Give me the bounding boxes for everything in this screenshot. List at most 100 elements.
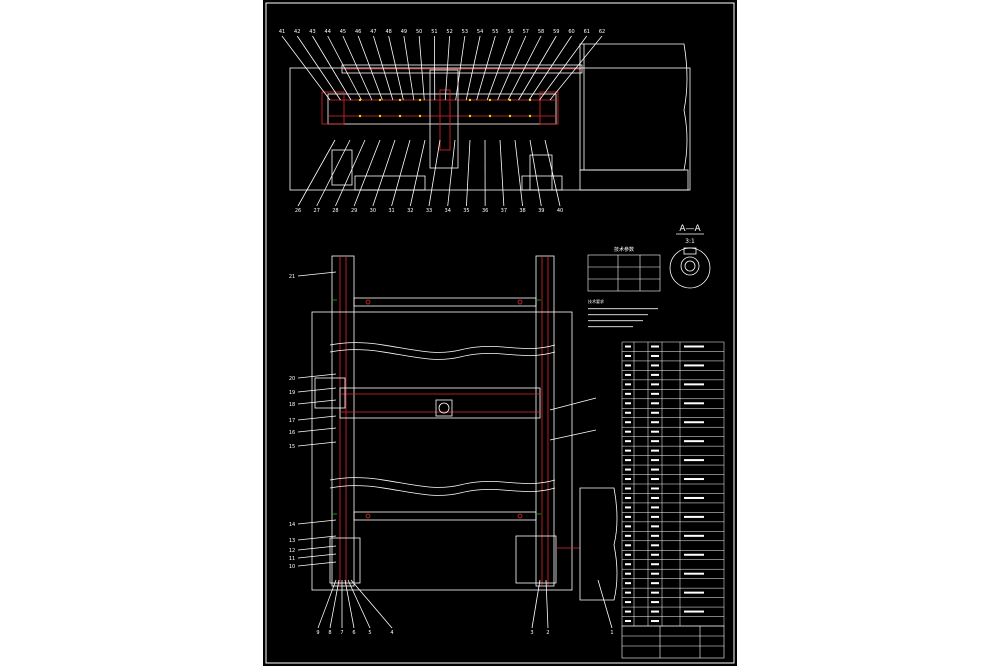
parts-list-cell-text — [651, 611, 659, 613]
callout-label: 56 — [507, 29, 513, 35]
callout-label: 10 — [289, 564, 295, 570]
parts-list-cell-text — [651, 544, 659, 546]
parts-list-cell-text — [625, 573, 631, 575]
callout-label: 49 — [401, 29, 407, 35]
parts-list-cell-text — [684, 611, 704, 613]
callout-label: 17 — [289, 418, 295, 424]
callout-label: 4 — [390, 630, 393, 636]
callout-label: 55 — [492, 29, 498, 35]
parts-list-cell-text — [651, 488, 659, 490]
callout-label: 19 — [289, 390, 295, 396]
parts-list-cell-text — [651, 431, 659, 433]
parts-list-cell-text — [625, 383, 631, 385]
parts-list-cell-text — [625, 497, 631, 499]
callout-label: 2 — [546, 630, 549, 636]
parts-list-cell-text — [651, 355, 659, 357]
parts-list-cell-text — [651, 346, 659, 348]
callout-label: 30 — [370, 208, 376, 214]
parts-list-cell-text — [625, 592, 631, 594]
callout-label: 11 — [289, 556, 295, 562]
callout-label: 57 — [523, 29, 529, 35]
callout-label: 15 — [289, 444, 295, 450]
callout-label: 44 — [325, 29, 331, 35]
callout-label: 46 — [355, 29, 361, 35]
parts-list-cell-text — [625, 440, 631, 442]
callout-label: 27 — [314, 208, 320, 214]
callout-label: 20 — [289, 376, 295, 382]
parts-list-cell-text — [651, 592, 659, 594]
parts-list-cell-text — [625, 582, 631, 584]
parts-list-cell-text — [625, 535, 631, 537]
callout-label: 34 — [445, 208, 451, 214]
callout-label: 3 — [530, 630, 533, 636]
parts-list-cell-text — [625, 478, 631, 480]
parts-list-cell-text — [625, 611, 631, 613]
parts-list-cell-text — [651, 469, 659, 471]
callout-label: 60 — [568, 29, 574, 35]
parts-list-cell-text — [684, 535, 704, 537]
callout-label: 31 — [388, 208, 394, 214]
parts-list-cell-text — [625, 374, 631, 376]
parts-list-cell-text — [625, 459, 631, 461]
callout-label: 51 — [431, 29, 437, 35]
callout-label: 1 — [610, 630, 613, 636]
parts-list-cell-text — [625, 620, 631, 622]
parts-list-cell-text — [684, 440, 704, 442]
callout-label: 62 — [599, 29, 605, 35]
callout-label: 50 — [416, 29, 422, 35]
callout-label: 47 — [370, 29, 376, 35]
parts-list-cell-text — [651, 525, 659, 527]
parts-list-cell-text — [684, 592, 704, 594]
parts-list-cell-text — [625, 601, 631, 603]
parts-list-cell-text — [684, 383, 704, 385]
parts-list-cell-text — [625, 488, 631, 490]
callout-label: 35 — [463, 208, 469, 214]
parts-list-cell-text — [651, 478, 659, 480]
parts-list-cell-text — [651, 383, 659, 385]
callout-label: 59 — [553, 29, 559, 35]
callout-label: 7 — [340, 630, 343, 636]
parts-list-cell-text — [684, 554, 704, 556]
parts-list-cell-text — [684, 459, 704, 461]
parts-list-cell-text — [684, 573, 704, 575]
parts-list-cell-text — [651, 421, 659, 423]
parts-list-cell-text — [651, 402, 659, 404]
parts-list-cell-text — [684, 364, 704, 366]
parts-list-cell-text — [651, 582, 659, 584]
callout-label: 5 — [368, 630, 371, 636]
parts-list-cell-text — [625, 450, 631, 452]
parts-list-cell-text — [625, 516, 631, 518]
parts-list-cell-text — [625, 506, 631, 508]
spec-table-title: 技术参数 — [614, 246, 634, 253]
parts-list-cell-text — [651, 459, 659, 461]
callout-label: 18 — [289, 402, 295, 408]
callout-label: 29 — [351, 208, 357, 214]
parts-list-cell-text — [651, 497, 659, 499]
parts-list-cell-text — [684, 421, 704, 423]
callout-label: 48 — [385, 29, 391, 35]
callout-label: 14 — [289, 522, 295, 528]
parts-list-cell-text — [651, 506, 659, 508]
callout-label: 16 — [289, 430, 295, 436]
parts-list-cell-text — [651, 620, 659, 622]
callout-label: 41 — [279, 29, 285, 35]
callout-label: 61 — [584, 29, 590, 35]
callout-label: 38 — [519, 208, 525, 214]
parts-list-cell-text — [651, 573, 659, 575]
parts-list-cell-text — [625, 421, 631, 423]
parts-list-cell-text — [625, 525, 631, 527]
parts-list-cell-text — [625, 554, 631, 556]
parts-list-cell-text — [651, 364, 659, 366]
callout-label: 53 — [462, 29, 468, 35]
parts-list-cell-text — [625, 393, 631, 395]
parts-list-cell-text — [625, 364, 631, 366]
callout-label: 42 — [294, 29, 300, 35]
parts-list-cell-text — [651, 374, 659, 376]
callout-label: 39 — [538, 208, 544, 214]
section-scale: 3:1 — [685, 238, 695, 245]
parts-list-cell-text — [625, 563, 631, 565]
parts-list-cell-text — [684, 478, 704, 480]
parts-list-cell-text — [684, 346, 704, 348]
callout-label: 13 — [289, 538, 295, 544]
